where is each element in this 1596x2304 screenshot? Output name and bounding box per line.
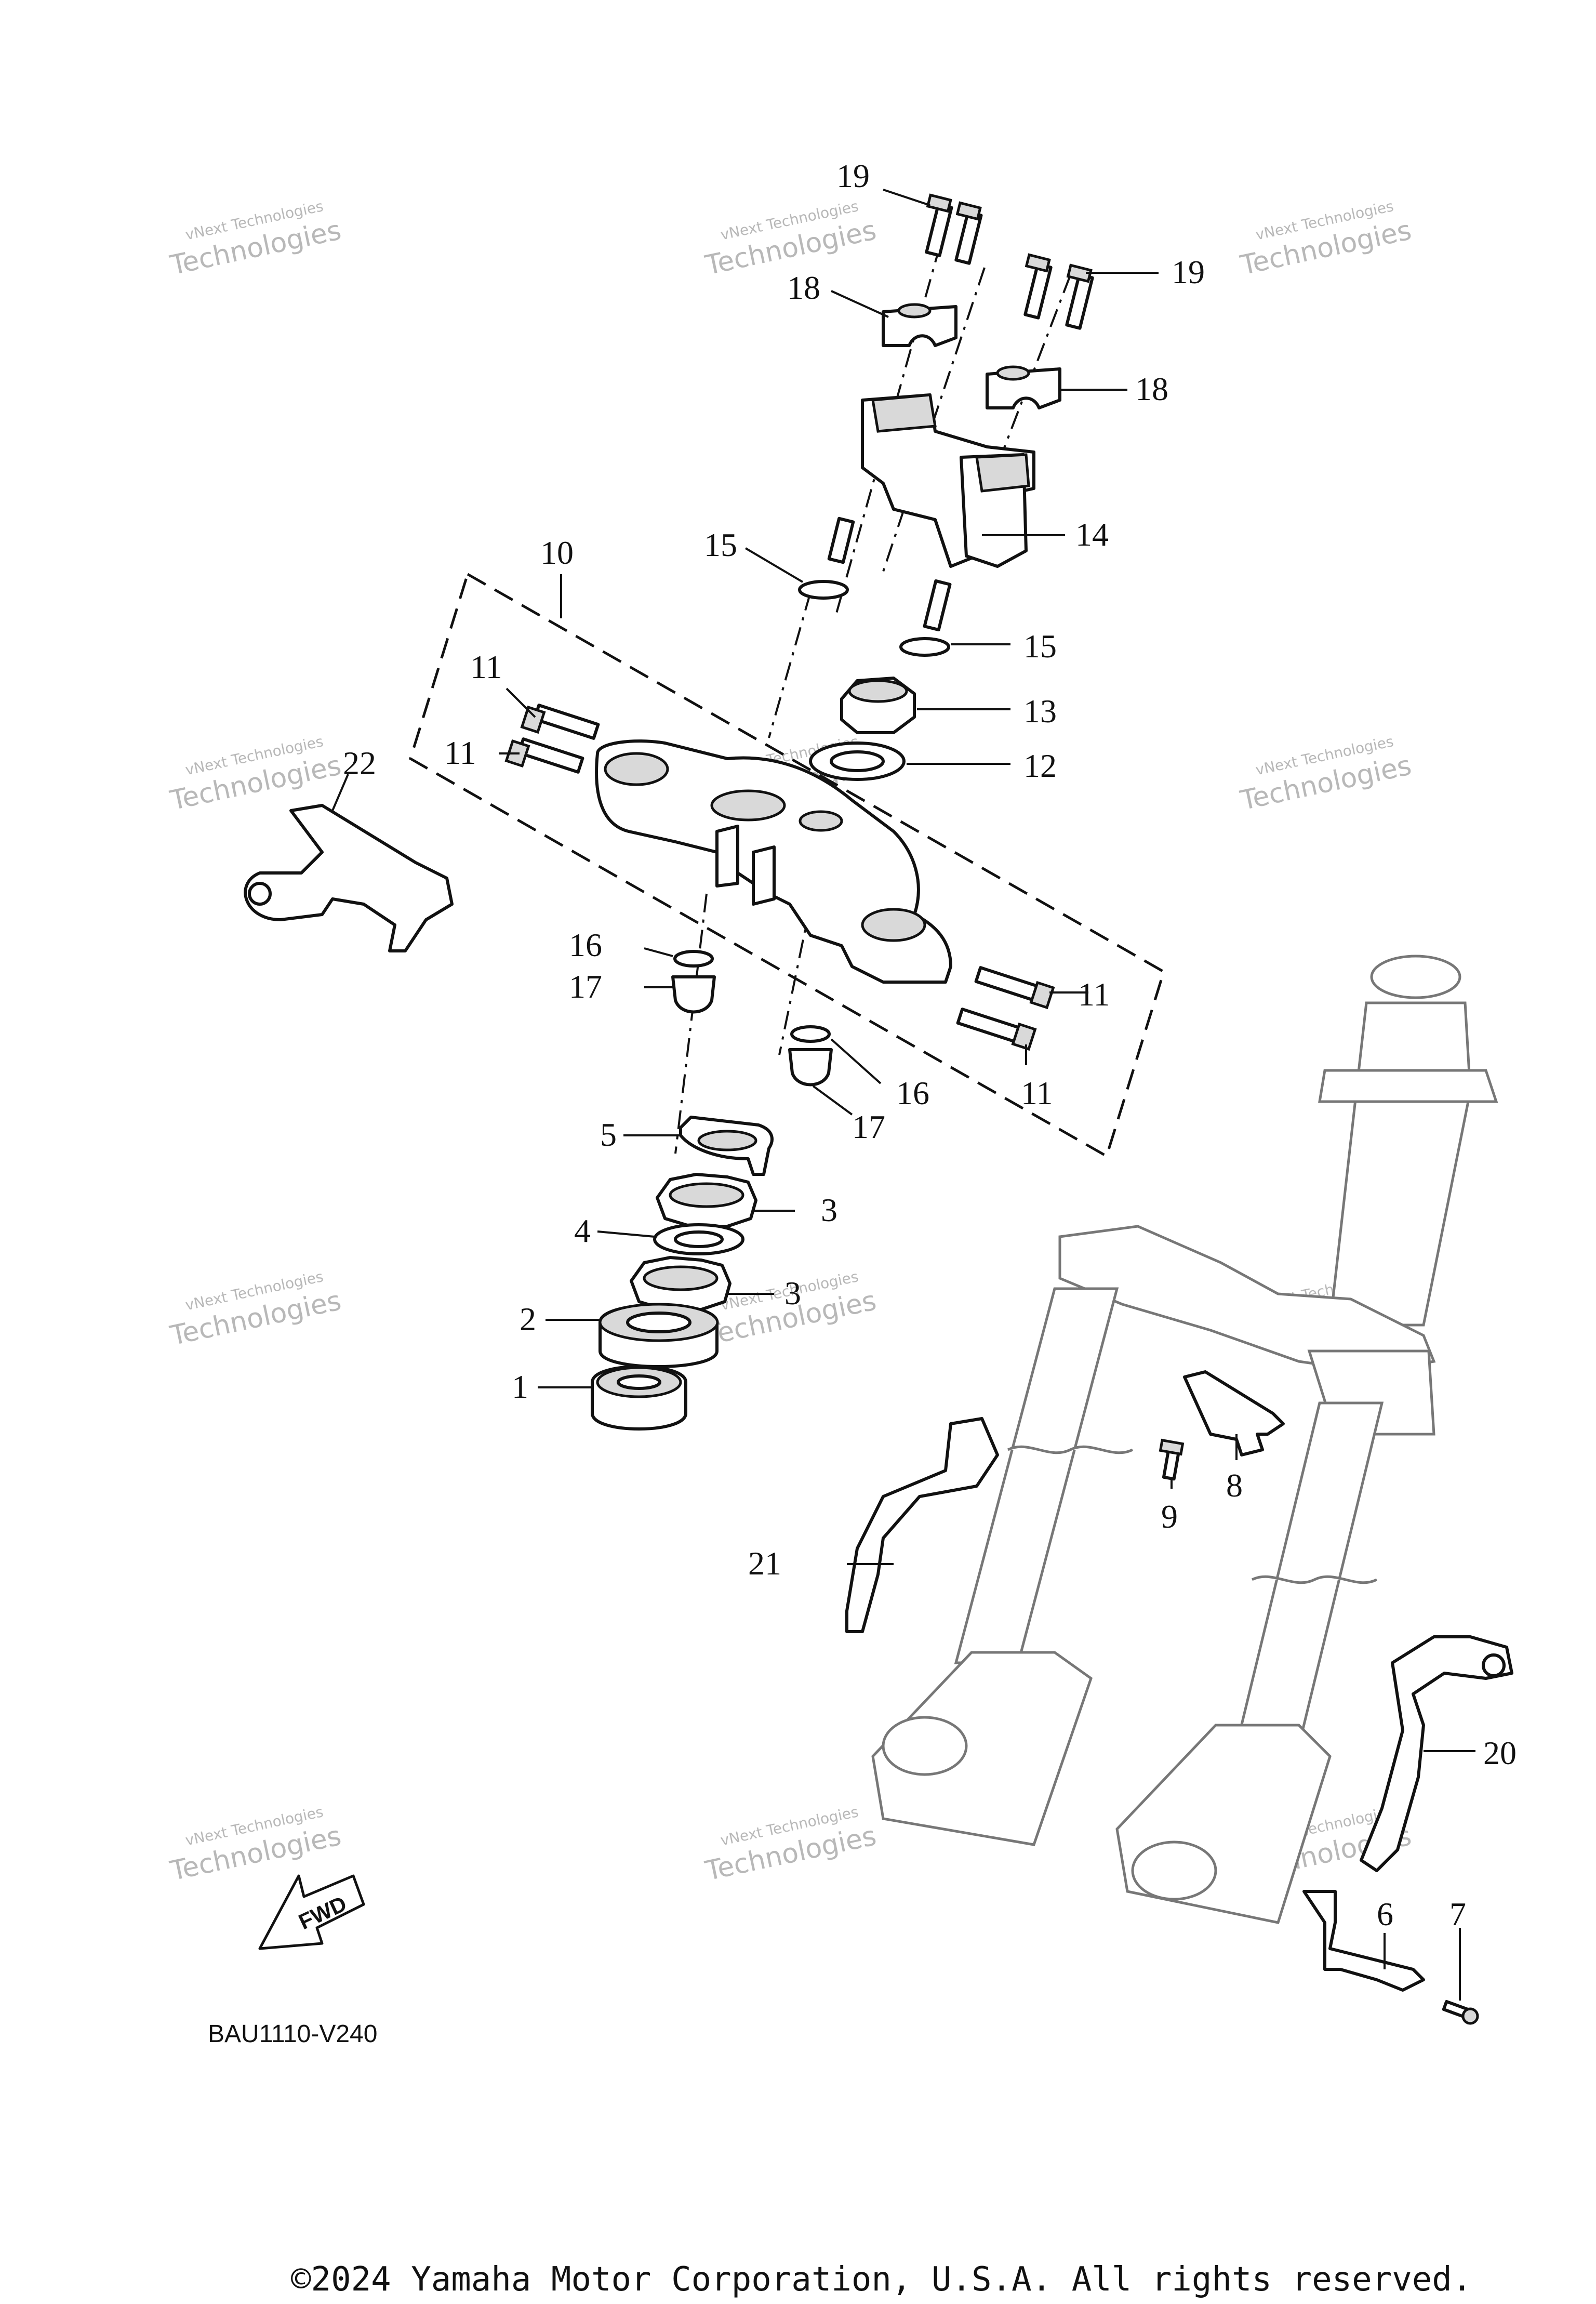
washer-15-lower <box>899 637 950 657</box>
bolt-19-right-pair <box>1023 253 1094 330</box>
callout-19-left: 19 <box>836 157 870 194</box>
cap-nut-17-left <box>671 975 716 1014</box>
lock-washer-5 <box>679 1116 774 1176</box>
bolt-11-upper-left-2 <box>504 737 584 774</box>
assembly-10-dashed-outline <box>409 572 1165 1158</box>
callout-16-right: 16 <box>896 1075 929 1111</box>
callout-11-d: 11 <box>1021 1075 1053 1111</box>
cap-nut-17-right <box>788 1048 833 1087</box>
watermark: vNext Technologies Technologies <box>167 733 344 817</box>
washer-15-upper <box>798 580 849 600</box>
handlebar-clamp-18-right <box>986 365 1061 409</box>
callout-20: 20 <box>1483 1734 1517 1771</box>
callout-3-upper: 3 <box>821 1191 837 1228</box>
bracket-8 <box>1183 1370 1285 1456</box>
callout-16-left: 16 <box>569 926 602 963</box>
handlebar-holder-14 <box>827 393 1035 632</box>
washer-4 <box>653 1223 744 1255</box>
callout-18-left: 18 <box>787 269 820 306</box>
bolt-19-left-pair <box>925 193 983 265</box>
watermark: vNext Technologies Technologies <box>1238 733 1414 817</box>
bracket-6 <box>1302 1890 1425 1992</box>
callout-labels: 1 2 3 3 4 5 6 7 8 9 10 11 11 11 11 12 13… <box>343 157 1517 1932</box>
bracket-22 <box>244 804 454 952</box>
bearing-race-2 <box>598 1303 719 1368</box>
callout-14: 14 <box>1075 516 1109 553</box>
watermark: vNext Technologies Technologies <box>167 197 344 282</box>
watermarks: vNext Technologies Technologies vNext Te… <box>167 197 1414 1887</box>
watermark: vNext Technologies Technologies <box>167 1268 344 1352</box>
callout-12: 12 <box>1023 747 1057 784</box>
callout-21: 21 <box>748 1545 781 1582</box>
bracket-20 <box>1360 1635 1513 1872</box>
bolt-11-lower-right-1 <box>974 966 1055 1010</box>
callout-5: 5 <box>600 1116 617 1153</box>
washer-16-right <box>790 1025 831 1043</box>
callout-6: 6 <box>1377 1896 1393 1932</box>
callout-4: 4 <box>574 1212 591 1249</box>
callout-11-c: 11 <box>1078 976 1110 1013</box>
fork-assembly <box>871 955 1498 1924</box>
callout-15-upper: 15 <box>704 526 737 563</box>
callout-13: 13 <box>1023 693 1057 730</box>
copyright-notice: ©2024 Yamaha Motor Corporation, U.S.A. A… <box>291 2260 1472 2299</box>
bolt-9 <box>1159 1438 1185 1481</box>
tapered-bearing-1 <box>591 1365 687 1431</box>
callout-17-left: 17 <box>569 968 602 1005</box>
handlebar-clamp-18-left <box>882 303 957 347</box>
watermark: vNext Technologies Technologies <box>702 197 879 282</box>
steering-nut-13 <box>840 677 916 734</box>
ring-nut-3-upper <box>656 1173 757 1228</box>
bolt-7 <box>1442 2000 1479 2025</box>
bracket-21 <box>845 1417 999 1633</box>
callout-22: 22 <box>343 745 376 782</box>
washer-16-left <box>673 950 714 968</box>
watermark: vNext Technologies Technologies <box>702 1803 879 1887</box>
callout-15-lower: 15 <box>1023 628 1057 665</box>
leader-lines <box>331 189 1475 2001</box>
watermark: vNext Technologies Technologies <box>167 1803 344 1887</box>
fwd-arrow-icon: FWD <box>258 1874 365 1950</box>
callout-8: 8 <box>1226 1467 1243 1504</box>
watermark: vNext Technologies Technologies <box>1238 197 1414 282</box>
callout-17-right: 17 <box>852 1108 885 1145</box>
diagram-code: BAU1110-V240 <box>208 2020 377 2048</box>
callout-18-right: 18 <box>1135 370 1168 407</box>
callout-3-lower: 3 <box>784 1275 801 1312</box>
bolt-11-lower-right-2 <box>956 1008 1037 1051</box>
callout-19-right: 19 <box>1172 254 1205 290</box>
washer-12 <box>809 741 906 781</box>
callout-9: 9 <box>1161 1498 1178 1535</box>
ring-nut-3-lower <box>630 1256 732 1311</box>
callout-10: 10 <box>540 534 574 571</box>
bolt-11-upper-left-1 <box>520 704 600 740</box>
callout-11-a: 11 <box>470 648 502 685</box>
callout-1: 1 <box>512 1368 528 1405</box>
callout-11-b: 11 <box>444 734 476 771</box>
upper-bracket <box>595 739 952 984</box>
callout-7: 7 <box>1449 1896 1466 1932</box>
callout-2: 2 <box>520 1301 536 1338</box>
